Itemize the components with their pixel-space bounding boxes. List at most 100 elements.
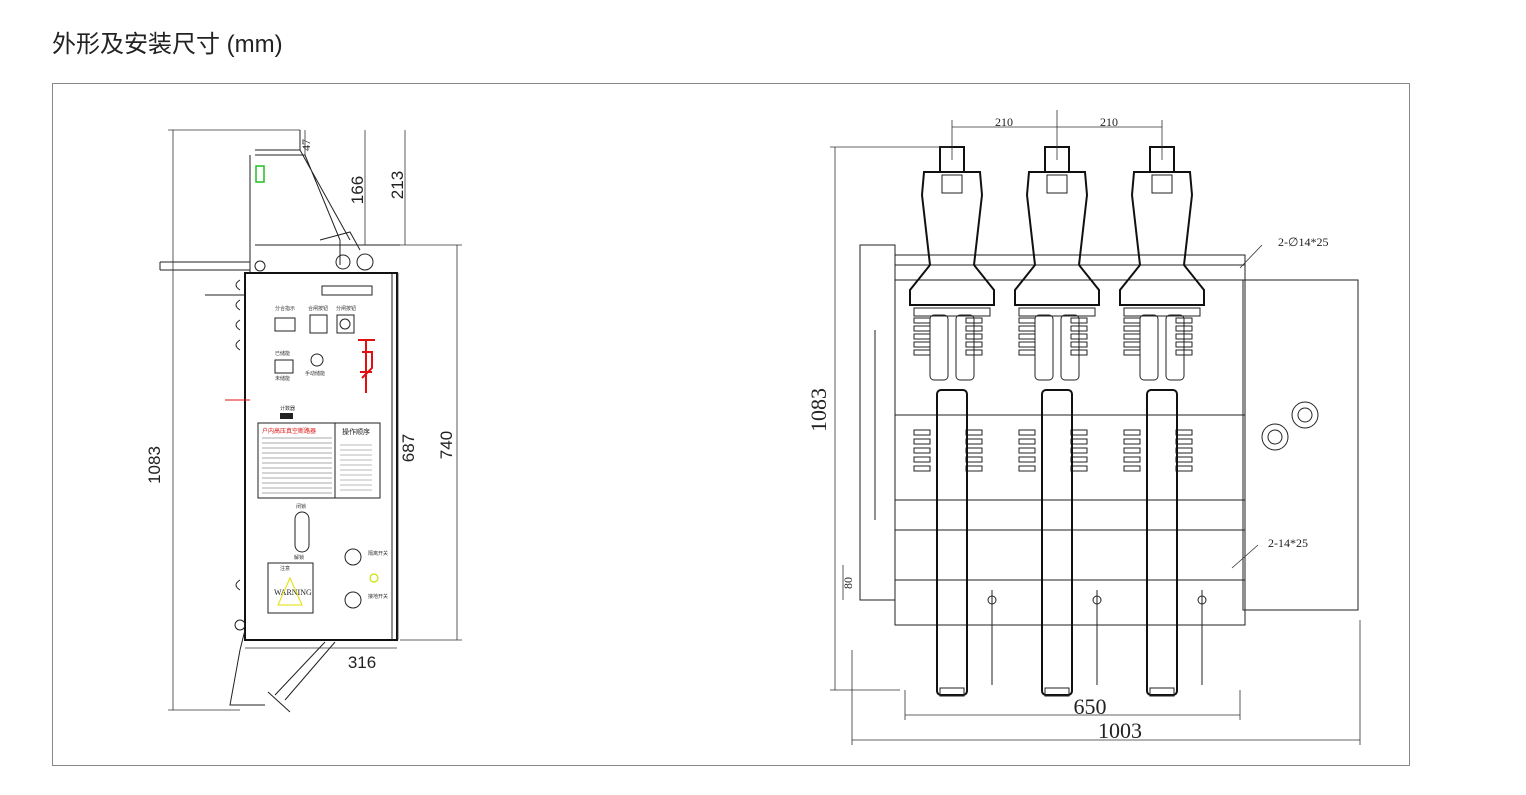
dim-80: 80 [841, 577, 855, 589]
insulator-body [1165, 314, 1185, 381]
terminal-plate [1046, 174, 1068, 194]
frame-rails [895, 264, 1245, 581]
isolator-socket [344, 548, 362, 566]
insulator-shed [913, 456, 931, 463]
front-view: 210 210 2-∅14*25 2-14*25 1083 80 650 100… [806, 110, 1361, 745]
insulator-body [1034, 314, 1054, 381]
dim-1083-front: 1083 [806, 388, 831, 432]
rod-joint [1092, 595, 1102, 605]
insulator-shed [1123, 429, 1141, 436]
close-button [309, 314, 328, 334]
insulator-shed [913, 438, 931, 445]
warning-label: WARNING [274, 588, 312, 597]
insulator-shed [913, 429, 931, 436]
insulator-shed [1018, 333, 1036, 340]
sequence-title: 操作顺序 [342, 427, 370, 436]
manual-charge-socket [310, 353, 324, 367]
side-mechanism [859, 244, 896, 601]
insulator-body [955, 314, 975, 381]
socket-core [1267, 429, 1283, 445]
insulator-body [1060, 314, 1080, 381]
dim-1083: 1083 [145, 446, 164, 484]
green-indicator [255, 165, 265, 183]
dim-650: 650 [1074, 694, 1107, 719]
pivot [335, 254, 351, 270]
insulator-shed [1123, 438, 1141, 445]
display-window [321, 285, 373, 296]
insulator-shed [913, 325, 931, 332]
terminal-plate [1151, 174, 1173, 194]
pole-head [909, 171, 995, 306]
insulator-shed [913, 341, 931, 348]
insulator-shed [1018, 465, 1036, 472]
insulator-shed [913, 465, 931, 472]
insulator-shed [1070, 438, 1088, 445]
insulator-shed [1018, 341, 1036, 348]
insulator-shed [1018, 317, 1036, 324]
insulator-shed [1070, 456, 1088, 463]
dim-740: 740 [437, 431, 456, 459]
pole-foot [1149, 687, 1175, 697]
bottom-handle [229, 629, 336, 713]
warning-cn-label: 注意 [280, 565, 290, 572]
insulator-shed [965, 438, 983, 445]
pole-head [1014, 171, 1100, 306]
pole-column [1041, 389, 1073, 696]
insulator-shed [913, 447, 931, 454]
charge-indicator [274, 359, 294, 374]
charged-label: 已储能 [275, 350, 290, 357]
insulator-shed [1018, 447, 1036, 454]
insulator-shed [913, 333, 931, 340]
insulator-shed [913, 317, 931, 324]
insulator-shed [1123, 325, 1141, 332]
socket-ring [1261, 423, 1289, 451]
page-title: 外形及安装尺寸 (mm) [52, 31, 283, 58]
indicator-lamp [369, 573, 379, 583]
dim-1003: 1003 [1098, 718, 1142, 743]
dim-47: 47 [299, 139, 313, 151]
pivot [254, 260, 266, 272]
insulator-shed [1018, 325, 1036, 332]
position-indicator [274, 317, 296, 332]
pole-column [1146, 389, 1178, 696]
warning-triangle-icon [277, 576, 303, 606]
unlocking-label: 解锁 [294, 554, 304, 561]
counter-display [280, 413, 293, 419]
insulator-shed [1123, 333, 1141, 340]
pivot [234, 619, 246, 631]
insulator-shed [1070, 465, 1088, 472]
circuit-symbol [358, 339, 375, 393]
locking-label: 闭锁 [296, 503, 306, 510]
hole-spec-bottom: 2-14*25 [1268, 536, 1308, 550]
socket-ring [1291, 401, 1319, 429]
indicator-label: 分合指示 [275, 305, 295, 312]
pole-head [1119, 171, 1205, 306]
earthing-socket [344, 591, 362, 609]
lock-slot [294, 511, 310, 553]
nameplate-rows [262, 437, 372, 494]
pole-1 [909, 146, 997, 697]
dimension-lines [830, 110, 1361, 745]
pole-foot [939, 687, 965, 697]
insulator-shed [1123, 317, 1141, 324]
open-button [336, 314, 355, 334]
dim-687: 687 [399, 434, 418, 462]
terminal-plate [941, 174, 963, 194]
drawing-frame [52, 83, 1410, 766]
insulator-shed [965, 456, 983, 463]
earthing-label: 接地开关 [368, 593, 388, 600]
pole-foot [1044, 687, 1070, 697]
insulator-shed [1018, 438, 1036, 445]
insulator-shed [1123, 465, 1141, 472]
insulator-shed [1070, 447, 1088, 454]
pole-2 [1014, 146, 1102, 697]
dim-213: 213 [388, 171, 407, 199]
side-view: 分合指示 合闸按钮 分闸按钮 已储能 未储能 手动储能 计数器 户内高压真空断路… [145, 129, 462, 713]
insulator-shed [1070, 429, 1088, 436]
contact-arm [159, 261, 250, 296]
nameplate-title: 户内高压真空断路器 [262, 427, 316, 435]
cable-ribs [235, 279, 241, 591]
discharged-label: 未储能 [275, 375, 290, 382]
isolator-label: 隔离开关 [368, 550, 388, 557]
